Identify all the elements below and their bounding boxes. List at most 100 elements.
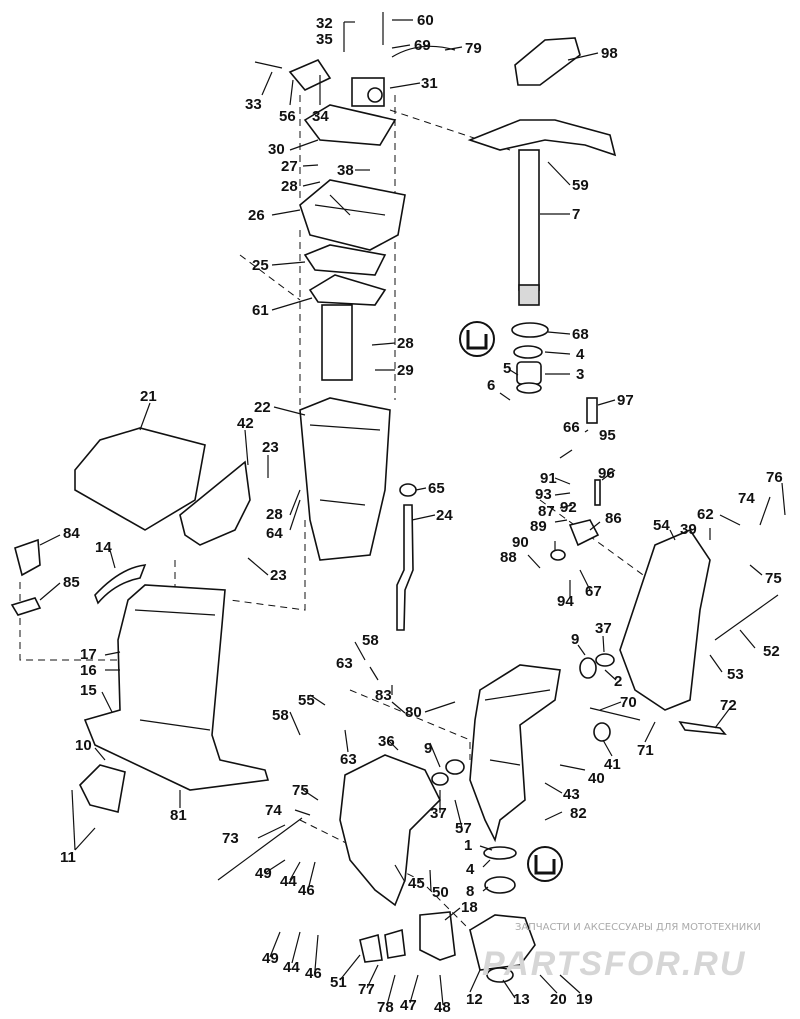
callout-19: 19: [576, 991, 593, 1008]
lubricant-icon: [459, 321, 495, 357]
callout-86: 86: [605, 510, 622, 527]
callout-46: 46: [298, 882, 315, 899]
callout-46b: 46: [305, 965, 322, 982]
callout-23b: 23: [270, 567, 287, 584]
callout-75b: 75: [292, 782, 309, 799]
callout-56: 56: [279, 108, 296, 125]
callout-85: 85: [63, 574, 80, 591]
tilt-lock-assembly: [550, 397, 601, 561]
upper-plate-gasket: [303, 104, 397, 146]
callout-9b: 9: [424, 740, 432, 757]
callout-84: 84: [63, 525, 80, 542]
trim-rod: [589, 707, 727, 735]
callout-29: 29: [397, 362, 414, 379]
callout-64: 64: [266, 525, 283, 542]
callout-70: 70: [620, 694, 637, 711]
callout-49b: 49: [262, 950, 279, 967]
callout-89: 89: [530, 518, 547, 535]
lower-cowl-rear: [179, 460, 251, 546]
callout-39: 39: [680, 521, 697, 538]
callout-37: 37: [595, 620, 612, 637]
callout-labels: 32 35 60 69 79 31 33 56 34 30 27 28 38 2…: [60, 12, 783, 1016]
callout-3: 3: [576, 366, 584, 383]
lower-cowl-front: [74, 427, 206, 531]
callout-36: 36: [378, 733, 395, 750]
callout-31: 31: [421, 75, 438, 92]
callout-5: 5: [503, 360, 511, 377]
steering-arm-block: [351, 77, 385, 107]
callout-33: 33: [245, 96, 262, 113]
steering-bracket-plate: [299, 179, 406, 251]
callout-68: 68: [572, 326, 589, 343]
swivel-bracket: [469, 664, 561, 843]
callout-74b: 74: [265, 802, 282, 819]
callout-6: 6: [487, 377, 495, 394]
tilt-lever-rod: [217, 594, 779, 881]
callout-94: 94: [557, 593, 574, 610]
callout-81: 81: [170, 807, 187, 824]
stern-bracket-port: [619, 529, 711, 711]
callout-63: 63: [336, 655, 353, 672]
callout-62: 62: [697, 506, 714, 523]
callout-37b: 37: [430, 805, 447, 822]
callout-14: 14: [95, 539, 112, 556]
callout-28b: 28: [397, 335, 414, 352]
callout-2: 2: [614, 673, 622, 690]
callout-67: 67: [585, 583, 602, 600]
lubricant-icon: [527, 846, 563, 882]
callout-92: 92: [560, 499, 577, 516]
callout-4: 4: [576, 346, 585, 363]
callout-83: 83: [375, 687, 392, 704]
callout-4b: 4: [466, 861, 475, 878]
callout-24: 24: [436, 507, 453, 524]
upper-mount-housing: [308, 274, 387, 381]
callout-73: 73: [222, 830, 239, 847]
callout-52: 52: [763, 643, 780, 660]
callout-96: 96: [598, 465, 615, 482]
callout-71: 71: [637, 742, 654, 759]
callout-50: 50: [432, 884, 449, 901]
callout-42: 42: [237, 415, 254, 432]
callout-97: 97: [617, 392, 634, 409]
callout-21: 21: [140, 388, 157, 405]
lower-mount-block: [359, 911, 456, 963]
callout-66: 66: [563, 419, 580, 436]
callout-69: 69: [414, 37, 431, 54]
callout-22: 22: [254, 399, 271, 416]
callout-93: 93: [535, 486, 552, 503]
callout-1: 1: [464, 837, 472, 854]
callout-75: 75: [765, 570, 782, 587]
steering-gasket: [303, 244, 387, 276]
callout-87: 87: [538, 503, 555, 520]
callout-9: 9: [571, 631, 579, 648]
stern-bracket-starboard: [339, 754, 441, 907]
callout-16: 16: [80, 662, 97, 679]
callout-43: 43: [563, 786, 580, 803]
callout-49: 49: [255, 865, 272, 882]
callout-17: 17: [80, 646, 97, 663]
callout-35: 35: [316, 31, 333, 48]
callout-53: 53: [727, 666, 744, 683]
callout-25: 25: [252, 257, 269, 274]
callout-72: 72: [720, 697, 737, 714]
callout-88: 88: [500, 549, 517, 566]
callout-38: 38: [337, 162, 354, 179]
callout-40: 40: [588, 770, 605, 787]
callout-65: 65: [428, 480, 445, 497]
callout-44b: 44: [283, 959, 300, 976]
callout-95: 95: [599, 427, 616, 444]
water-tube: [396, 483, 417, 631]
spring-wire-69: [391, 45, 456, 58]
callout-80: 80: [405, 704, 422, 721]
callout-55: 55: [298, 692, 315, 709]
bumper-strip: [94, 564, 147, 605]
callout-45: 45: [408, 875, 425, 892]
callout-59: 59: [572, 177, 589, 194]
watermark-logo: PARTSFOR.RU: [482, 945, 746, 983]
callout-58: 58: [362, 632, 379, 649]
callout-90: 90: [512, 534, 529, 551]
steering-washers: [511, 322, 549, 394]
callout-28c: 28: [266, 506, 283, 523]
clip-85: [10, 597, 42, 616]
